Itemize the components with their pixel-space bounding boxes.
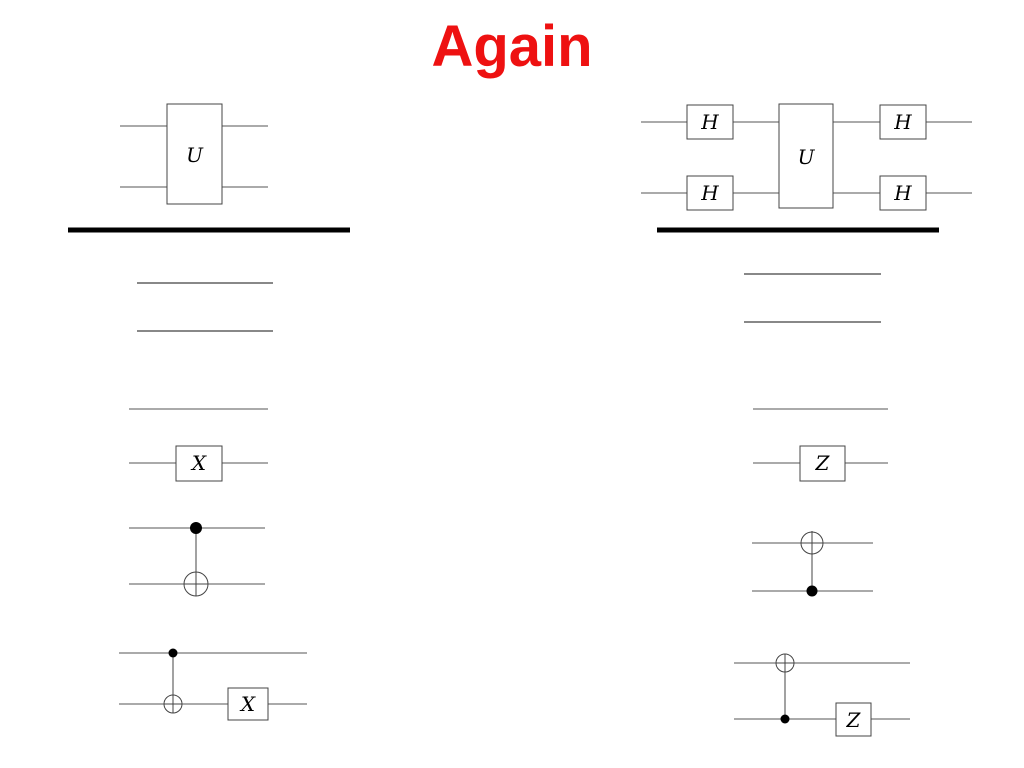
h-gate-label-2: H: [700, 181, 719, 205]
cnot-x-gate-box: [227, 687, 269, 721]
u-gate-box-right: [778, 103, 834, 209]
cnot-x-gate-label: X: [239, 692, 256, 716]
h-gate-label-1: H: [700, 110, 719, 134]
z-gate-box: [799, 445, 846, 482]
right-cnot: [752, 531, 873, 597]
x-gate-label: X: [190, 451, 207, 475]
left-cnot: [129, 522, 265, 597]
right-top-circuit: H H U H H: [641, 103, 972, 211]
cnot-x-control-dot: [168, 648, 178, 658]
right-cnot-control-dot: [806, 585, 818, 597]
h-gate-box-1: [686, 104, 734, 140]
right-z-gate-circuit: Z: [753, 445, 888, 482]
left-x-gate-circuit: X: [129, 445, 268, 482]
slide-title: Again: [431, 14, 593, 79]
cnot-z-gate-box: [835, 702, 872, 737]
u-gate-box: [166, 103, 223, 205]
h-gate-label-4: H: [893, 181, 912, 205]
z-gate-label: Z: [815, 451, 831, 475]
h-gate-box-2: [686, 175, 734, 211]
left-top-circuit: U: [120, 103, 268, 205]
h-gate-label-3: H: [893, 110, 912, 134]
cnot-control-dot: [190, 522, 202, 534]
cnot-z-control-dot: [780, 714, 790, 724]
left-identity-wires: [137, 282, 273, 332]
h-gate-box-3: [879, 104, 927, 140]
h-gate-box-4: [879, 175, 927, 211]
right-identity-wires: [744, 273, 881, 323]
right-cnot-z: Z: [734, 653, 910, 737]
x-gate-box: [175, 445, 223, 482]
left-cnot-x: X: [119, 648, 307, 721]
cnot-z-gate-label: Z: [846, 708, 862, 732]
u-gate-label-right: U: [798, 145, 816, 169]
u-gate-label: U: [186, 143, 204, 167]
